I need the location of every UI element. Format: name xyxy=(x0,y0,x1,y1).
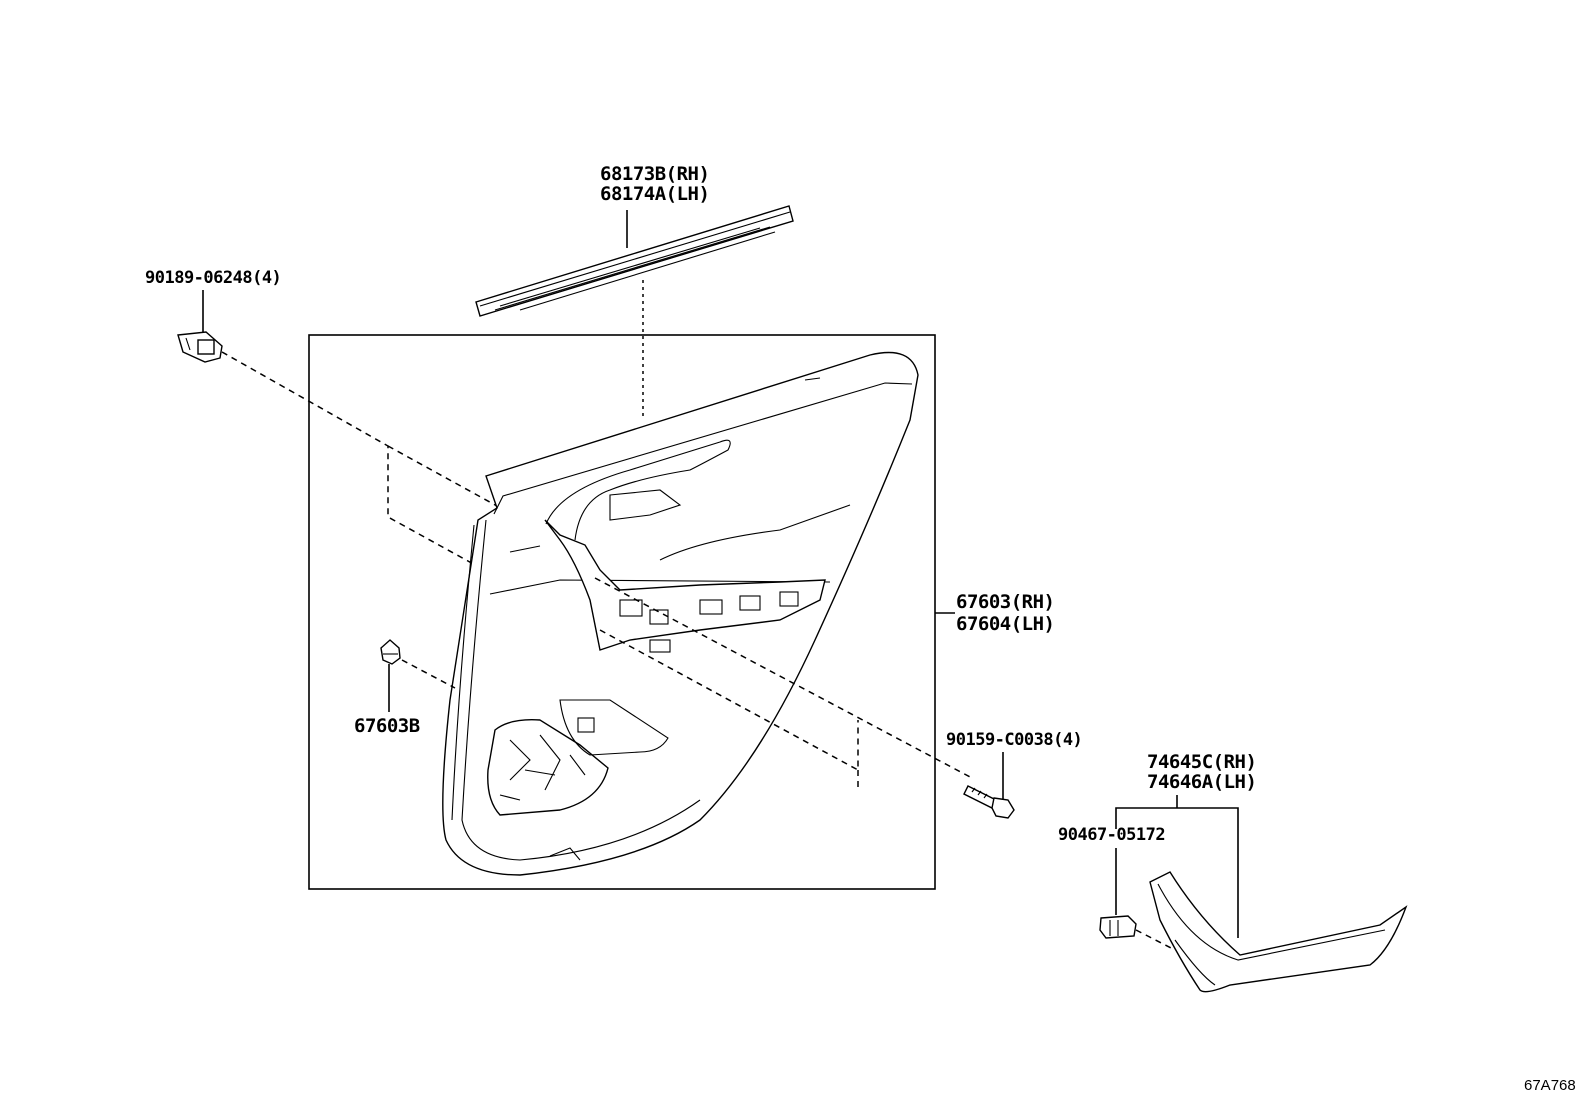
screw-icon xyxy=(963,785,1015,819)
clip-left-icon xyxy=(380,639,401,665)
clip-top-left-icon xyxy=(177,331,223,363)
trim-board-rh-label: 67603(RH) xyxy=(956,591,1054,613)
armrest-clip-guide xyxy=(1135,929,1176,951)
clip-top-left-guide-2 xyxy=(387,445,498,507)
clip-top-left-label: 90189-06248(4) xyxy=(145,268,281,288)
armrest-rh-label: 74645C(RH) xyxy=(1147,751,1256,773)
door-trim-board-part xyxy=(442,351,919,876)
armrest-clip-icon xyxy=(1099,915,1137,939)
belt-moulding-part xyxy=(475,205,794,317)
armrest-lh-label: 74646A(LH) xyxy=(1147,771,1256,793)
drawing-code: 67A768 xyxy=(1524,1077,1576,1094)
belt-moulding-rh-label: 68173B(RH) xyxy=(600,163,709,185)
armrest-part xyxy=(1149,871,1408,993)
clip-left-guide xyxy=(401,659,456,689)
belt-moulding-lh-label: 68174A(LH) xyxy=(600,183,709,205)
trim-board-lh-label: 67604(LH) xyxy=(956,613,1054,635)
clip-left-label: 67603B xyxy=(354,715,420,737)
screw-label: 90159-C0038(4) xyxy=(946,730,1082,750)
armrest-clip-label: 90467-05172 xyxy=(1058,825,1165,845)
screw-guide xyxy=(594,577,973,779)
clip-top-left-guide xyxy=(221,351,478,567)
trim-board-frame xyxy=(308,334,936,890)
